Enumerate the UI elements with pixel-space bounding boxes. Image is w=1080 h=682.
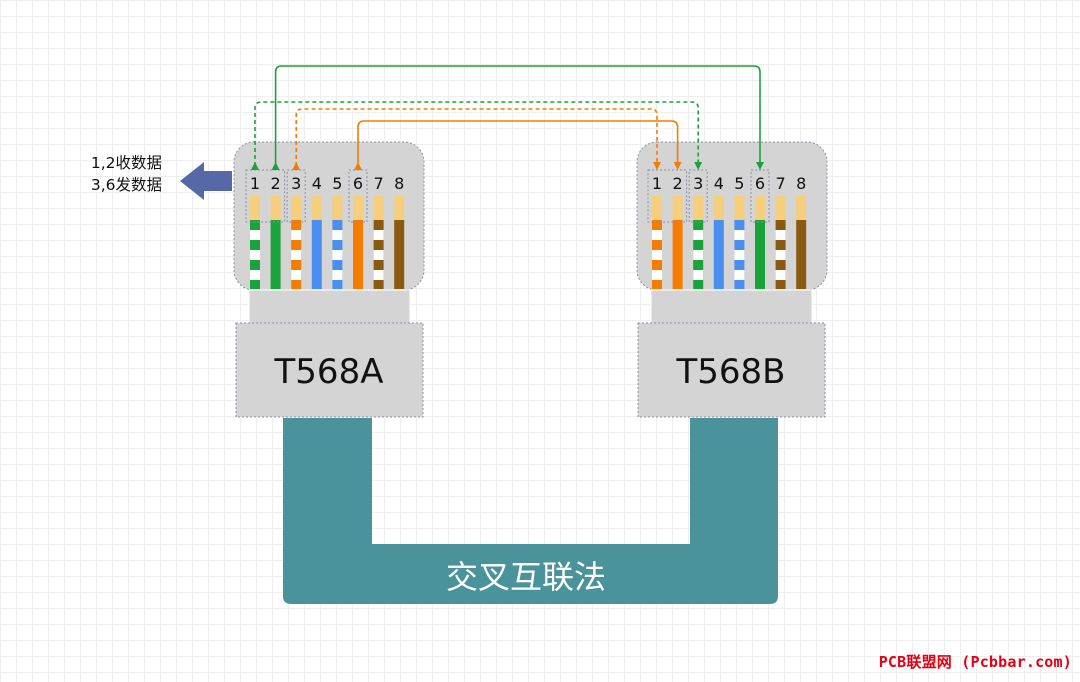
left-pin-tip-4 [311,196,322,220]
crossing-line-1-to-3 [251,101,703,170]
right-pin-number-6: 6 [755,174,765,193]
crossing-line-6-to-2 [354,120,682,170]
right-pin-tip-1 [652,196,662,220]
watermark: PCB联盟网 (Pcbbar.com) [878,653,1072,671]
right-wire-stripe-7 [775,250,786,260]
left-wire-stripe-3 [291,270,302,280]
receive-send-note: 1,2收数据 3,6发数据 [60,152,162,196]
right-pin-group-outline [688,169,708,223]
left-connector-body [235,322,424,418]
right-wire-8 [796,220,807,289]
cable-label: 交叉互联法 [446,558,606,596]
right-pin-tip-8 [796,196,807,220]
right-pin-number-1: 1 [652,174,662,193]
right-pin-group-outline [647,169,688,223]
left-pin-group-outline [286,169,306,223]
left-wire-2 [270,220,281,289]
right-pin-number-5: 5 [734,174,744,193]
left-wire-stripe-3 [291,230,302,240]
right-wire-stripe-5 [734,270,745,280]
right-wire-stripe-5 [734,230,745,240]
left-connector-label: T568A [274,352,384,392]
right-wire-2 [672,220,683,289]
right-wire-stripe-1 [652,250,662,260]
right-wire-stripe-3 [693,230,704,240]
left-pin-number-3: 3 [291,174,301,193]
right-pin-tip-5 [734,196,745,220]
right-pin-tip-4 [713,196,724,220]
left-wire-8 [394,220,405,289]
right-pin-number-8: 8 [796,174,806,193]
left-pin-tip-7 [373,196,384,220]
left-pin-number-5: 5 [332,174,342,193]
left-wire-4 [311,220,322,289]
right-wire-stripe-3 [693,270,704,280]
left-wire-6 [353,220,363,289]
left-pin-tip-3 [291,196,302,220]
left-wire-stripe-3 [291,250,302,260]
right-pin-number-7: 7 [776,174,786,193]
right-pin-tip-6 [755,196,765,220]
left-pin-tip-8 [394,196,405,220]
right-wire-stripe-5 [734,250,745,260]
right-wire-stripe-3 [693,250,704,260]
left-pin-group-outline [245,169,286,223]
right-wire-stripe-1 [652,230,662,240]
right-connector-neck [650,289,813,325]
right-pin-tip-7 [775,196,786,220]
note-line-2: 3,6发数据 [90,176,162,194]
left-pin-number-1: 1 [250,174,260,193]
left-pin-number-6: 6 [353,174,363,193]
left-connector-neck [248,289,411,325]
left-wire-stripe-5 [332,230,343,240]
right-connector-body [637,322,826,418]
left-wire-stripe-1 [250,250,260,260]
right-pin-group-outline [750,169,770,223]
cable [283,418,778,604]
left-pin-group-outline [348,169,368,223]
right-wire-stripe-7 [775,270,786,280]
left-wire-stripe-7 [373,270,384,280]
left-pin-tip-2 [270,196,281,220]
right-pin-tip-2 [672,196,683,220]
left-pin-tip-6 [353,196,363,220]
right-pin-tip-3 [693,196,704,220]
left-wire-stripe-7 [373,250,384,260]
right-wire-stripe-1 [652,270,662,280]
right-wire-6 [755,220,765,289]
left-pin-number-2: 2 [271,174,281,193]
left-wire-stripe-7 [373,230,384,240]
left-pin-tip-1 [250,196,260,220]
right-pin-number-4: 4 [714,174,724,193]
left-wire-stripe-5 [332,270,343,280]
left-wire-stripe-1 [250,230,260,240]
right-pin-number-2: 2 [673,174,683,193]
right-wire-4 [713,220,724,289]
crossing-lines [251,65,764,170]
left-arrow-icon [180,162,232,200]
left-pin-number-4: 4 [312,174,322,193]
right-pin-number-3: 3 [693,174,703,193]
left-pin-number-7: 7 [374,174,384,193]
crossing-line-2-to-6 [271,65,764,170]
note-line-1: 1,2收数据 [90,154,162,172]
left-wire-stripe-5 [332,250,343,260]
right-connector-label: T568B [676,352,786,392]
left-pin-number-8: 8 [394,174,404,193]
left-wire-stripe-1 [250,270,260,280]
right-wire-stripe-7 [775,230,786,240]
left-pin-tip-5 [332,196,343,220]
crossing-line-3-to-1 [292,108,661,170]
